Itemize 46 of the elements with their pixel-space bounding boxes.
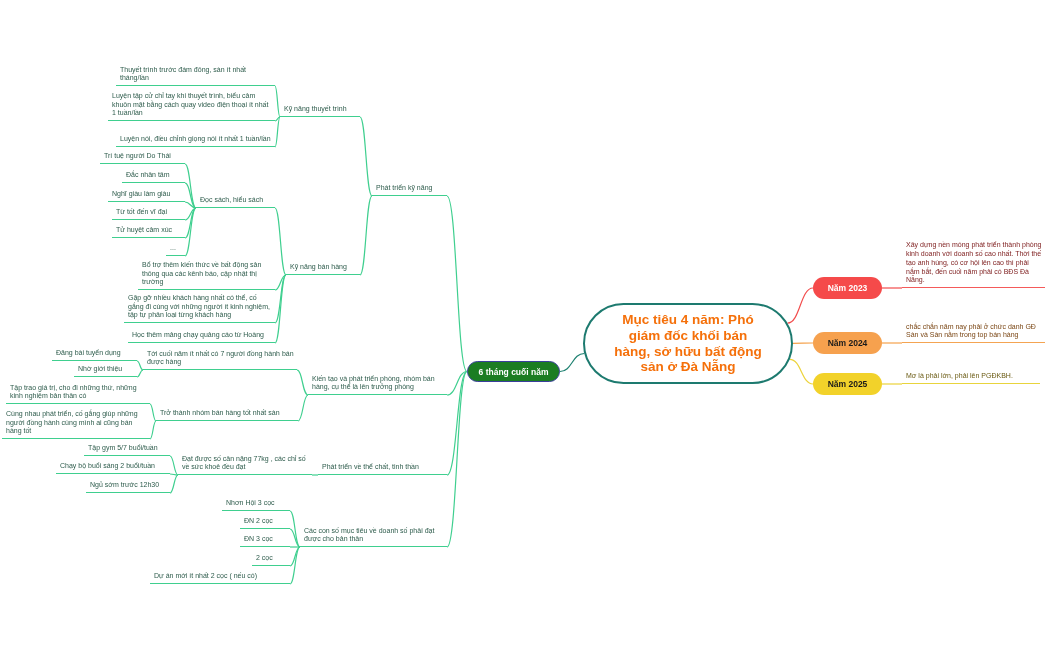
connector-line	[289, 528, 301, 548]
connector-line	[789, 358, 814, 385]
connector-line	[359, 195, 373, 276]
connector-line	[792, 342, 814, 344]
topic-pill: 6 tháng cuối năm	[467, 361, 560, 382]
connector-line	[274, 85, 281, 118]
connector-line	[446, 370, 468, 476]
connector-line	[296, 369, 309, 396]
connector-line	[881, 342, 903, 344]
connector-line	[359, 116, 373, 197]
connector-line	[184, 182, 197, 209]
topic-pill: Năm 2023	[813, 277, 882, 299]
topic-pill: Năm 2024	[813, 332, 882, 354]
connector-line	[289, 546, 301, 548]
connector-line	[786, 287, 814, 324]
connector-line	[169, 473, 179, 476]
connector-line	[184, 207, 197, 239]
connector-line	[446, 195, 468, 373]
connector-line	[274, 116, 281, 148]
connector-line	[149, 420, 157, 440]
connector-line	[169, 455, 179, 476]
connector-line	[274, 274, 287, 344]
connector-line	[184, 201, 197, 209]
connector-line	[289, 510, 301, 548]
connector-line	[289, 546, 301, 567]
connector-line	[297, 394, 309, 422]
connector-line	[184, 163, 197, 209]
connector-line	[149, 403, 157, 422]
connector-line	[169, 474, 179, 494]
connector-line	[274, 207, 287, 276]
connector-line	[274, 116, 281, 122]
connector-line	[559, 352, 585, 373]
connector-line	[136, 360, 144, 371]
central-topic: Mục tiêu 4 năm: Phó giám đốc khối bán hàng, sở hữu bất động sản ở Đà Nẵng	[583, 303, 793, 384]
connector-line	[881, 287, 903, 289]
connector-line	[446, 370, 468, 396]
connector-line	[136, 369, 144, 378]
connector-line	[881, 383, 903, 385]
connector-line	[446, 370, 468, 548]
connector-line	[184, 207, 197, 257]
connector-line	[274, 274, 287, 291]
connector-line	[184, 207, 197, 221]
connector-line	[274, 274, 287, 324]
connector-line	[311, 474, 319, 476]
topic-pill: Năm 2025	[813, 373, 882, 395]
connector-line	[289, 546, 301, 585]
